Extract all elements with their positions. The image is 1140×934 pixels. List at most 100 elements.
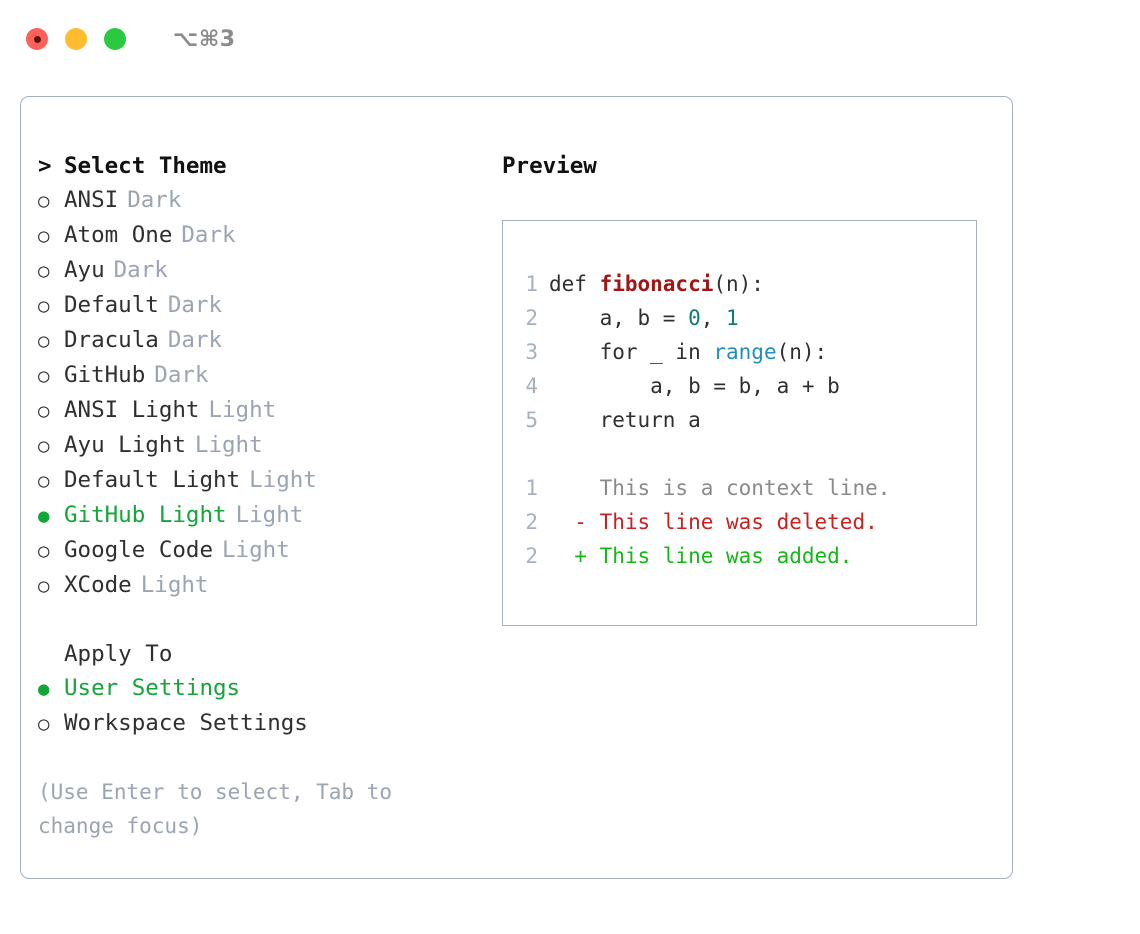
- diff-line-del: 2 - This line was deleted.: [516, 505, 890, 539]
- radio-selected-icon: ●: [38, 678, 50, 700]
- diff-block: 1 This is a context line.2 - This line w…: [516, 471, 890, 573]
- code-line-number: 2: [525, 306, 538, 330]
- code-line-content: for _ in range(n):: [549, 335, 828, 369]
- title-bar: ⌥⌘3: [0, 0, 1140, 78]
- radio-unselected-icon: ○: [38, 575, 50, 597]
- code-line: 2 a, b = 0, 1: [516, 301, 890, 335]
- radio-unselected-icon: ○: [38, 260, 50, 282]
- code-line-content: a, b = b, a + b: [549, 369, 840, 403]
- theme-option-variant-tag: Dark: [127, 187, 182, 213]
- code-token: return a: [549, 408, 701, 432]
- radio-unselected-icon: ○: [38, 295, 50, 317]
- theme-option-label: Ayu Light: [64, 432, 186, 458]
- code-line-content: a, b = 0, 1: [549, 301, 739, 335]
- diff-line-content: This line was added.: [599, 544, 853, 568]
- code-token: a, b = b, a + b: [549, 374, 840, 398]
- apply-to-option-user-settings[interactable]: ● User Settings: [38, 671, 498, 706]
- radio-unselected-icon: ○: [38, 540, 50, 562]
- select-theme-title: Select Theme: [64, 153, 227, 179]
- theme-option-variant-tag: Light: [140, 572, 209, 598]
- caret-icon: >: [38, 153, 52, 179]
- theme-option-variant-tag: Light: [249, 467, 317, 493]
- preview-heading: Preview: [502, 153, 597, 179]
- code-line-number: 1: [525, 272, 538, 296]
- theme-option-variant-tag: Light: [235, 502, 304, 528]
- theme-option-variant-tag: Dark: [167, 327, 223, 353]
- close-window-button[interactable]: [26, 28, 48, 50]
- minimize-window-button[interactable]: [65, 28, 87, 50]
- radio-unselected-icon: ○: [38, 713, 50, 735]
- apply-to-list: ● User Settings ○ Workspace Settings: [38, 671, 498, 741]
- code-line-content: def fibonacci(n):: [549, 267, 764, 301]
- code-token: def: [549, 272, 600, 296]
- theme-option-variant-tag: Light: [194, 432, 263, 458]
- code-line: 4 a, b = b, a + b: [516, 369, 890, 403]
- code-line-number: 5: [525, 408, 538, 432]
- apply-to-option-label: Workspace Settings: [64, 710, 308, 736]
- theme-option-label: GitHub Light: [64, 502, 227, 528]
- theme-option-variant-tag: Dark: [113, 257, 168, 283]
- theme-option-ayu[interactable]: ○ Ayu Dark: [38, 253, 498, 288]
- diff-sign: [549, 471, 600, 505]
- theme-option-variant-tag: Light: [222, 537, 290, 563]
- diff-line-add: 2 + This line was added.: [516, 539, 890, 573]
- radio-unselected-icon: ○: [38, 330, 50, 352]
- apply-to-option-workspace-settings[interactable]: ○ Workspace Settings: [38, 706, 498, 741]
- theme-option-label: ANSI Light: [64, 397, 200, 423]
- diff-sign: +: [549, 544, 600, 568]
- diff-line-content: This line was deleted.: [599, 510, 878, 534]
- window-controls: [26, 28, 126, 50]
- radio-unselected-icon: ○: [38, 400, 50, 422]
- code-token: for _ in: [549, 340, 714, 364]
- theme-option-ayu-light[interactable]: ○ Ayu Light Light: [38, 428, 498, 463]
- diff-sign: -: [549, 510, 600, 534]
- code-line: 5 return a: [516, 403, 890, 437]
- diff-line-ctx: 1 This is a context line.: [516, 471, 890, 505]
- theme-option-variant-tag: Dark: [181, 222, 236, 248]
- diff-line-number: 2: [525, 544, 538, 568]
- theme-option-variant-tag: Dark: [167, 292, 223, 318]
- radio-unselected-icon: ○: [38, 365, 50, 387]
- theme-option-label: Atom One: [64, 222, 173, 248]
- radio-unselected-icon: ○: [38, 225, 50, 247]
- code-line-number: 3: [525, 340, 538, 364]
- code-token: 1: [726, 306, 739, 330]
- theme-option-atom-one[interactable]: ○ Atom One Dark: [38, 218, 498, 253]
- code-token: (n):: [713, 272, 764, 296]
- theme-option-label: Ayu: [64, 257, 105, 283]
- maximize-window-button[interactable]: [104, 28, 126, 50]
- diff-line-content: This is a context line.: [599, 476, 891, 500]
- code-token: ,: [700, 306, 727, 330]
- theme-option-label: Default Light: [64, 467, 241, 493]
- diff-line-number: 2: [525, 510, 538, 534]
- keyboard-hint-text: (Use Enter to select, Tab to change focu…: [38, 780, 405, 838]
- radio-unselected-icon: ○: [38, 435, 50, 457]
- theme-option-ansi-light[interactable]: ○ ANSI Light Light: [38, 393, 498, 428]
- code-line: 3 for _ in range(n):: [516, 335, 890, 369]
- keyboard-shortcut-label: ⌥⌘3: [173, 26, 236, 52]
- radio-unselected-icon: ○: [38, 190, 50, 212]
- code-line-content: return a: [549, 403, 701, 437]
- apply-to-option-label: User Settings: [64, 675, 241, 701]
- apply-to-heading: Apply To: [64, 641, 173, 667]
- code-token: fibonacci: [599, 272, 714, 296]
- select-theme-heading: > Select Theme: [38, 149, 498, 183]
- code-blank-row: [516, 437, 890, 471]
- theme-option-variant-tag: Light: [208, 397, 277, 423]
